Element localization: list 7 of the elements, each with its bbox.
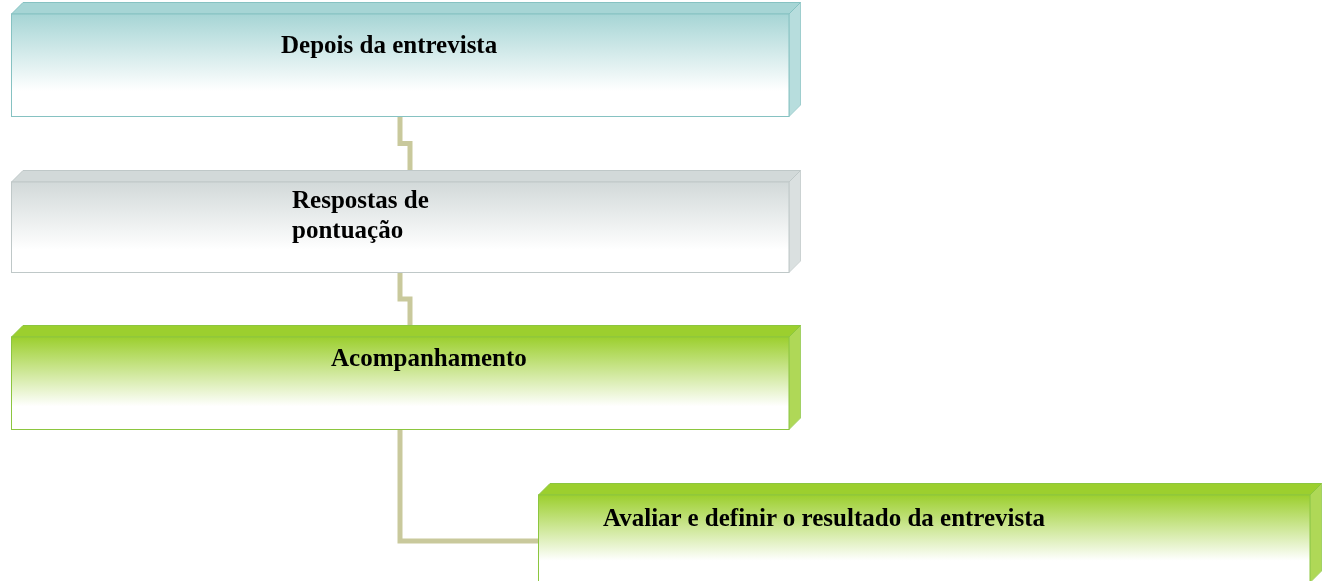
box-label: Depois da entrevista xyxy=(281,30,498,60)
connector-line xyxy=(397,117,413,170)
box-label: Acompanhamento xyxy=(331,343,527,373)
box-label: Avaliar e definir o resultado da entrevista xyxy=(603,503,1046,533)
connector-line xyxy=(397,430,538,544)
box-label: Respostas de pontuação xyxy=(292,185,430,245)
connector-line xyxy=(397,273,413,325)
